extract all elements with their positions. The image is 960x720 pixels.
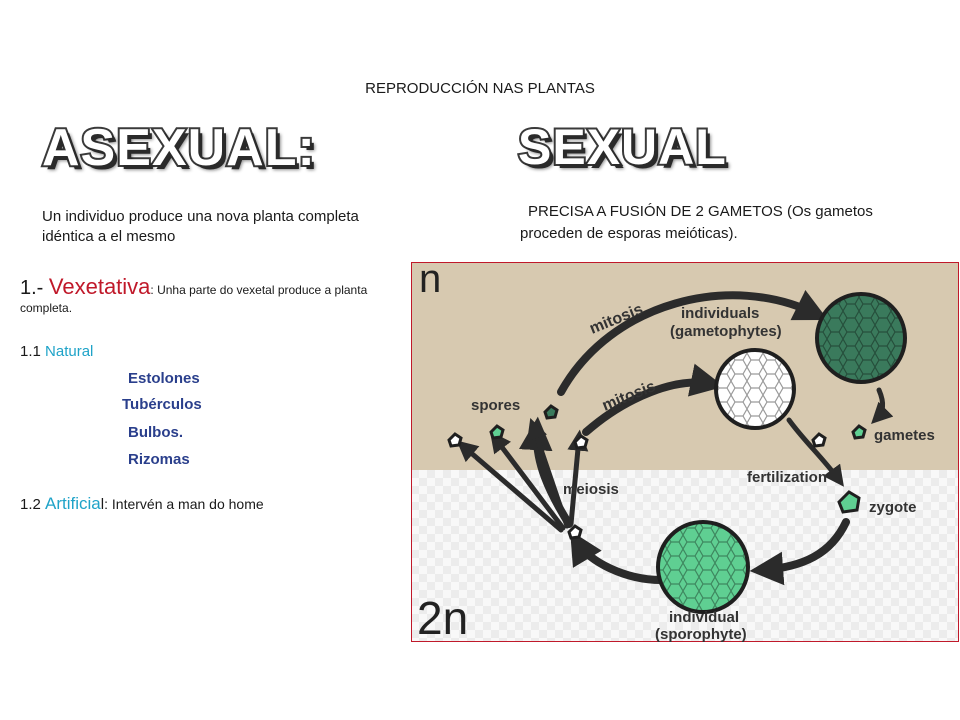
zygote-growth-arrow bbox=[749, 518, 850, 586]
vegetative-term: Vexetativa bbox=[48, 274, 151, 299]
spore-5 bbox=[567, 524, 583, 540]
asexual-description: Un individuo produce una nova planta com… bbox=[42, 208, 359, 245]
example-rizomas: Rizomas bbox=[128, 451, 190, 468]
diploid-label: 2n bbox=[417, 592, 468, 642]
sporophyte-to-meiosis-arrow bbox=[570, 530, 665, 584]
gametophyte-small bbox=[714, 348, 796, 430]
spore-arrow-2 bbox=[489, 431, 566, 531]
spore-1 bbox=[447, 432, 463, 448]
label-individuals: individuals bbox=[681, 305, 759, 322]
example-tuberculos: Tubérculos bbox=[122, 396, 202, 413]
vegetative-definition: : Unha parte do vexetal produce a planta… bbox=[20, 283, 368, 315]
spore-2 bbox=[489, 424, 505, 440]
vegetative-number: 1.- bbox=[20, 277, 49, 299]
diagram-border bbox=[411, 262, 959, 642]
life-cycle-svg: n 2n bbox=[411, 262, 959, 642]
label-individual: individual bbox=[669, 609, 739, 626]
artificial-number: 1.2 bbox=[20, 496, 46, 513]
plant-life-cycle-diagram: n 2n bbox=[411, 262, 959, 642]
label-gametes: gametes bbox=[874, 427, 935, 444]
label-zygote: zygote bbox=[869, 499, 917, 516]
label-fertilization: fertilization bbox=[747, 469, 827, 486]
natural-heading: 1.1 Natural bbox=[20, 343, 93, 360]
gametophyte-large bbox=[815, 292, 907, 384]
zygote bbox=[837, 490, 861, 514]
sexual-title: SEXUAL bbox=[516, 117, 728, 177]
asexual-title: ASEXUAL: bbox=[40, 117, 317, 179]
spore-4 bbox=[573, 434, 589, 450]
natural-label: Natural bbox=[45, 343, 94, 360]
spore-arrow-3 bbox=[527, 418, 570, 529]
natural-number: 1.1 bbox=[20, 343, 46, 360]
vegetative-section: 1.- Vexetativa: Unha parte do vexetal pr… bbox=[20, 276, 415, 317]
spore-arrow-4 bbox=[567, 429, 589, 527]
page-title: REPRODUCCIÓN NAS PLANTAS bbox=[365, 80, 595, 97]
sporophyte bbox=[656, 520, 750, 614]
artificial-label: Artificia bbox=[45, 494, 101, 513]
label-sporophyte: (sporophyte) bbox=[655, 626, 747, 642]
mitosis-arrow-middle bbox=[582, 363, 725, 436]
spore-3 bbox=[543, 404, 559, 420]
sexual-description: PRECISA A FUSIÓN DE 2 GAMETOS (Os gameto… bbox=[520, 203, 873, 242]
haploid-label: n bbox=[419, 262, 441, 301]
artificial-heading: 1.2 Artificial: Intervén a man do home bbox=[20, 494, 264, 514]
gamete-2 bbox=[851, 424, 867, 440]
example-estolones: Estolones bbox=[128, 370, 200, 387]
label-spores: spores bbox=[471, 397, 520, 414]
spore-arrow-1 bbox=[456, 440, 564, 533]
mitosis-arrow-top bbox=[557, 290, 829, 396]
fertilization-arrow bbox=[786, 417, 844, 487]
gamete-1 bbox=[811, 432, 827, 448]
example-bulbos: Bulbos. bbox=[128, 424, 183, 441]
artificial-definition: : Intervén a man do home bbox=[104, 496, 264, 512]
gamete-release-arrow bbox=[871, 387, 894, 424]
label-meiosis: meiosis bbox=[563, 481, 619, 498]
label-gametophytes: (gametophytes) bbox=[670, 323, 782, 340]
artificial-label-tail: l bbox=[100, 496, 105, 513]
